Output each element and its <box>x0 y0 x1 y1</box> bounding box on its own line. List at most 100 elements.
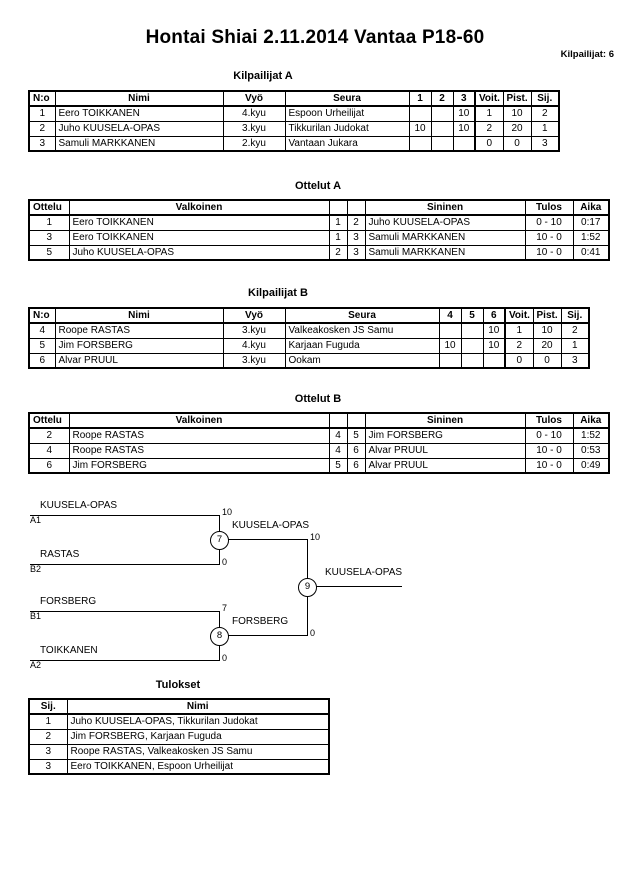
bracket-line <box>316 586 402 587</box>
cell-time: 0:41 <box>572 244 610 261</box>
cell-m3: 10 <box>482 337 506 354</box>
cell-m2 <box>460 352 484 369</box>
cell-rank: 2 <box>28 728 68 745</box>
bracket-sf2-top-score: 7 <box>222 603 228 613</box>
col-name: Nimi <box>54 307 224 324</box>
cell-result: 10 - 0 <box>524 442 574 459</box>
bracket-sf1-winner: KUUSELA-OPAS <box>232 520 310 531</box>
col-white-no <box>328 412 348 429</box>
table-row: 5 Jim FORSBERG 4.kyu Karjaan Fuguda 10 1… <box>28 337 590 354</box>
results-table: Sij. Nimi 1 Juho KUUSELA-OPAS, Tikkurila… <box>28 698 330 775</box>
cell-belt: 2.kyu <box>222 135 286 152</box>
cell-club: Vantaan Jukara <box>284 135 410 152</box>
cell-rank: 1 <box>530 120 560 137</box>
cell-belt: 3.kyu <box>222 352 286 369</box>
col-wins: Voit. <box>474 90 504 107</box>
bracket-node-7: 7 <box>210 531 229 550</box>
bracket-line <box>30 515 219 516</box>
cell-result: 0 - 10 <box>524 214 574 231</box>
col-result: Tulos <box>524 199 574 216</box>
cell-name: Eero TOIKKANEN, Espoon Urheilijat <box>66 758 330 775</box>
bracket-sf1-bottom-score: 0 <box>222 557 228 567</box>
cell-m2 <box>460 337 484 354</box>
cell-blue-no: 5 <box>346 427 366 444</box>
cell-result: 0 - 10 <box>524 427 574 444</box>
col-time: Aika <box>572 412 610 429</box>
cell-m1: 10 <box>438 337 462 354</box>
col-rank: Sij. <box>28 698 68 715</box>
cell-no: 3 <box>28 135 56 152</box>
cell-name: Roope RASTAS <box>54 322 224 339</box>
cell-blue: Jim FORSBERG <box>364 427 526 444</box>
cell-result: 10 - 0 <box>524 229 574 246</box>
col-match-6: 6 <box>482 307 506 324</box>
col-no: N:o <box>28 307 56 324</box>
col-match-no: Ottelu <box>28 199 70 216</box>
bracket-sf1-top-score: 10 <box>222 507 233 517</box>
cell-belt: 3.kyu <box>222 322 286 339</box>
table-row: 6 Jim FORSBERG 5 6 Alvar PRUUL 10 - 0 0:… <box>28 457 610 474</box>
page-title: Hontai Shiai 2.11.2014 Vantaa P18-60 <box>145 27 485 48</box>
bracket-champion: KUUSELA-OPAS <box>325 567 403 578</box>
cell-time: 0:49 <box>572 457 610 474</box>
table-row: 2 Roope RASTAS 4 5 Jim FORSBERG 0 - 10 1… <box>28 427 610 444</box>
cell-club: Tikkurilan Judokat <box>284 120 410 137</box>
bracket-sf2-bottom-name: TOIKKANEN <box>40 645 98 656</box>
cell-m2 <box>460 322 484 339</box>
table-row: 3 Eero TOIKKANEN 1 3 Samuli MARKKANEN 10… <box>28 229 610 246</box>
cell-belt: 4.kyu <box>222 337 286 354</box>
bracket-sf2-winner: FORSBERG <box>232 616 289 627</box>
cell-wins: 2 <box>474 120 504 137</box>
cell-blue: Alvar PRUUL <box>364 442 526 459</box>
cell-m3: 10 <box>452 105 476 122</box>
elimination-bracket: KUUSELA-OPAS A1 10 RASTAS B2 0 7 KUUSELA… <box>0 495 630 680</box>
cell-points: 20 <box>532 337 562 354</box>
cell-wins: 1 <box>504 322 534 339</box>
col-rank: Sij. <box>560 307 590 324</box>
cell-points: 0 <box>502 135 532 152</box>
cell-belt: 4.kyu <box>222 105 286 122</box>
col-match-no: Ottelu <box>28 412 70 429</box>
table-row: 4 Roope RASTAS 3.kyu Valkeakosken JS Sam… <box>28 322 590 339</box>
col-rank: Sij. <box>530 90 560 107</box>
cell-wins: 1 <box>474 105 504 122</box>
col-belt: Vyö <box>222 90 286 107</box>
bracket-line <box>30 611 219 612</box>
table-row: 3 Eero TOIKKANEN, Espoon Urheilijat <box>28 758 330 775</box>
col-match-5: 5 <box>460 307 484 324</box>
cell-club: Valkeakosken JS Samu <box>284 322 440 339</box>
cell-white: Juho KUUSELA-OPAS <box>68 244 330 261</box>
col-match-4: 4 <box>438 307 462 324</box>
cell-m2 <box>430 120 454 137</box>
cell-white-no: 5 <box>328 457 348 474</box>
cell-wins: 0 <box>504 352 534 369</box>
bracket-node-8: 8 <box>210 627 229 646</box>
cell-points: 10 <box>532 322 562 339</box>
col-no: N:o <box>28 90 56 107</box>
table-row: 3 Roope RASTAS, Valkeakosken JS Samu <box>28 743 330 760</box>
bracket-sf1-winner-score: 10 <box>310 532 321 542</box>
bracket-sf2-top-name: FORSBERG <box>40 596 97 607</box>
bracket-node-9: 9 <box>298 578 317 597</box>
pool-b-table: N:o Nimi Vyö Seura 4 5 6 Voit. Pist. Sij… <box>28 307 590 369</box>
pool-a-title: Kilpailijat A <box>233 70 293 82</box>
table-header-row: Sij. Nimi <box>28 698 330 715</box>
cell-match-no: 5 <box>28 244 70 261</box>
bracket-sf1-bottom-seed: B2 <box>30 564 42 574</box>
cell-time: 0:53 <box>572 442 610 459</box>
cell-name: Juho KUUSELA-OPAS, Tikkurilan Judokat <box>66 713 330 730</box>
cell-white: Jim FORSBERG <box>68 457 330 474</box>
results-title: Tulokset <box>155 679 201 691</box>
col-white-no <box>328 199 348 216</box>
col-blue: Sininen <box>364 412 526 429</box>
cell-blue-no: 3 <box>346 244 366 261</box>
cell-name: Jim FORSBERG <box>54 337 224 354</box>
table-row: 3 Samuli MARKKANEN 2.kyu Vantaan Jukara … <box>28 135 560 152</box>
bracket-sf1-top-name: KUUSELA-OPAS <box>40 500 118 511</box>
cell-blue-no: 6 <box>346 457 366 474</box>
cell-white: Roope RASTAS <box>68 427 330 444</box>
cell-m1 <box>408 105 432 122</box>
bracket-line <box>30 564 219 565</box>
table-row: 1 Eero TOIKKANEN 4.kyu Espoon Urheilijat… <box>28 105 560 122</box>
cell-m1 <box>438 322 462 339</box>
